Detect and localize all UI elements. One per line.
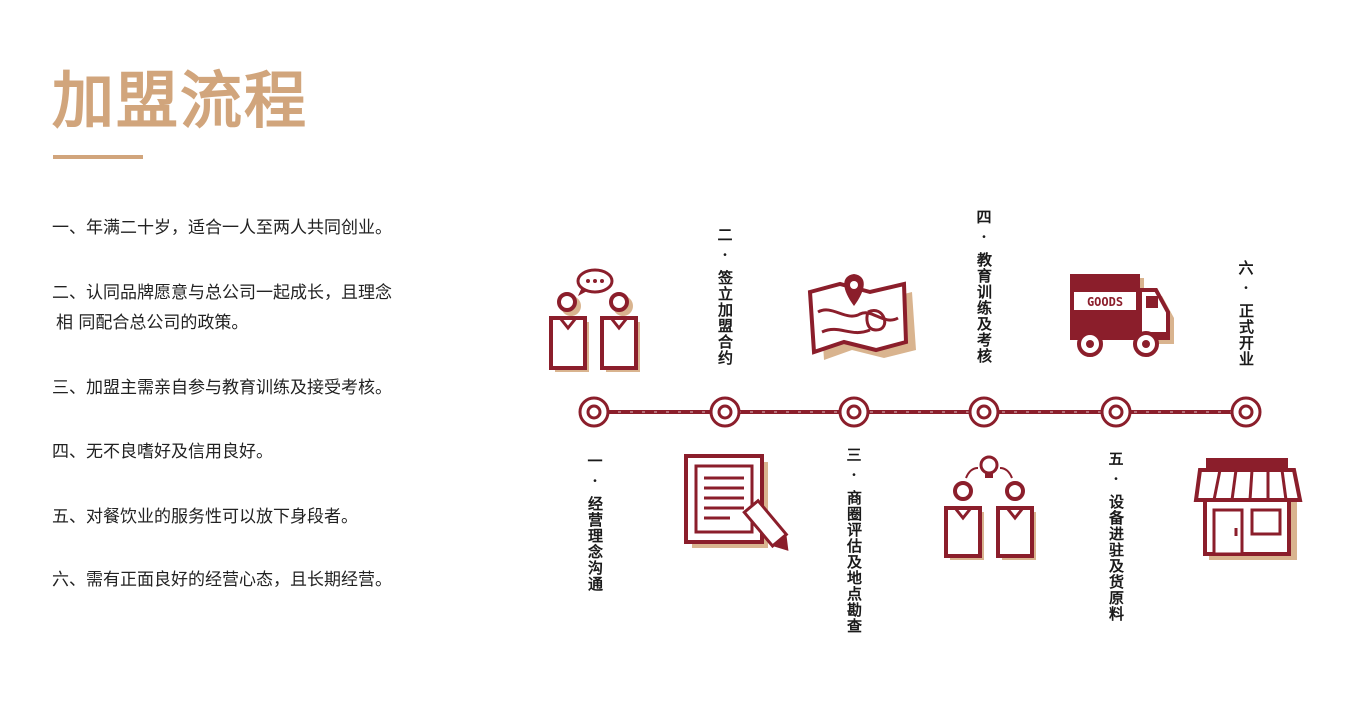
step-3-text: 商圈评估及地点勘查 xyxy=(845,490,863,634)
step-5-number: 五 xyxy=(1108,450,1124,468)
truck-goods-label: GOODS xyxy=(1087,295,1123,309)
step-5-text: 设备进驻及货原料 xyxy=(1107,494,1125,622)
step-2-dot: · xyxy=(722,246,728,264)
step-4-text: 教育训练及考核 xyxy=(975,252,993,364)
requirement-1-text: 一、年满二十岁，适合一人至两人共同创业。 xyxy=(52,218,392,238)
timeline-node-4 xyxy=(968,396,1000,428)
timeline-node-6 xyxy=(1230,396,1262,428)
title-underline xyxy=(53,155,143,159)
requirement-5: 五、对餐饮业的服务性可以放下身段者。 xyxy=(52,502,432,532)
step-1-text: 经营理念沟通 xyxy=(586,496,604,592)
page-title: 加盟流程 xyxy=(52,64,309,137)
step-3-dot: · xyxy=(851,466,857,484)
goods-truck-icon: GOODS xyxy=(1070,274,1174,357)
timeline-node-1 xyxy=(578,396,610,428)
storefront-icon xyxy=(1193,458,1303,560)
requirement-1: 一、年满二十岁，适合一人至两人共同创业。 xyxy=(52,213,432,243)
step-2-text: 签立加盟合约 xyxy=(716,270,734,366)
requirement-4-text: 四、无不良嗜好及信用良好。 xyxy=(52,442,273,462)
contract-document-icon xyxy=(684,454,789,551)
requirement-2-text: 二、认同品牌愿意与总公司一起成长，且理念 xyxy=(52,283,392,303)
step-4-number: 四 xyxy=(976,208,992,226)
requirement-6-text: 六、需有正面良好的经营心态，且长期经营。 xyxy=(52,570,392,590)
requirement-5-text: 五、对餐饮业的服务性可以放下身段者。 xyxy=(52,507,358,527)
requirement-3-text: 三、加盟主需亲自参与教育训练及接受考核。 xyxy=(52,378,392,398)
timeline-node-3 xyxy=(838,396,870,428)
requirement-3: 三、加盟主需亲自参与教育训练及接受考核。 xyxy=(52,373,432,403)
step-6-text: 正式开业 xyxy=(1237,303,1255,367)
step-5-label: 五 · 设备进驻及货原料 xyxy=(1102,450,1130,622)
requirement-2-text-cont: 相 同配合总公司的政策。 xyxy=(56,313,249,333)
requirement-6: 六、需有正面良好的经营心态，且长期经营。 xyxy=(52,565,432,595)
two-people-idea-icon xyxy=(944,455,1036,560)
step-1-label: 一 · 经营理念沟通 xyxy=(581,452,609,592)
timeline-node-2 xyxy=(709,396,741,428)
step-4-label: 四 · 教育训练及考核 xyxy=(970,208,998,364)
timeline-node-5 xyxy=(1100,396,1132,428)
step-3-number: 三 xyxy=(846,446,862,464)
step-1-number: 一 xyxy=(587,452,603,470)
step-1-dot: · xyxy=(592,472,598,490)
step-3-label: 三 · 商圈评估及地点勘查 xyxy=(840,446,868,634)
step-5-dot: · xyxy=(1113,470,1119,488)
step-6-dot: · xyxy=(1243,279,1249,297)
step-2-number: 二 xyxy=(717,226,733,244)
step-4-dot: · xyxy=(981,228,987,246)
map-pin-icon xyxy=(807,274,916,360)
step-2-label: 二 · 签立加盟合约 xyxy=(711,226,739,366)
two-people-chat-icon xyxy=(549,268,640,372)
step-6-number: 六 xyxy=(1238,259,1254,277)
requirement-4: 四、无不良嗜好及信用良好。 xyxy=(52,437,432,467)
requirement-2: 二、认同品牌愿意与总公司一起成长，且理念 相 同配合总公司的政策。 xyxy=(52,278,432,338)
step-6-label: 六 · 正式开业 xyxy=(1232,259,1260,367)
